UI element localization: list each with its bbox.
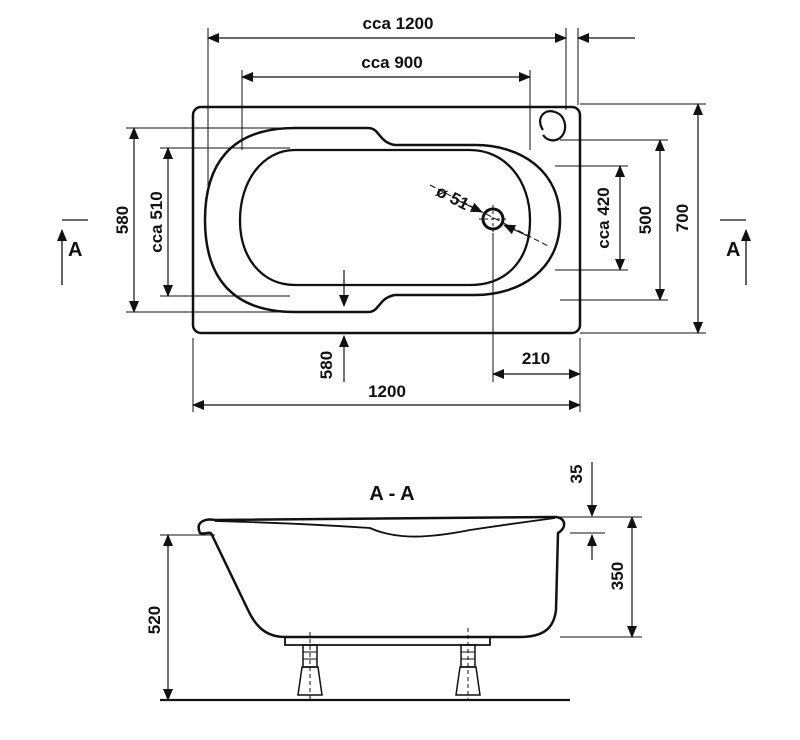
- section-view: A - A: [145, 462, 642, 702]
- tub-base: [284, 637, 491, 646]
- drain-offset-label: 210: [522, 349, 550, 368]
- width-left-cca-label: cca 510: [147, 191, 166, 252]
- section-marker-left: A: [68, 239, 82, 261]
- inner-length-cca-label: cca 900: [361, 53, 422, 72]
- width-right-inner-label: 500: [636, 206, 655, 234]
- overflow-fitting: [539, 110, 567, 142]
- leg-right: [455, 628, 481, 700]
- overall-length-cca-label: cca 1200: [363, 14, 434, 33]
- top-view: ø 51: [57, 14, 751, 412]
- tub-section-outer: [197, 515, 566, 639]
- rim-height-label: 35: [567, 465, 586, 484]
- width-right-cca-label: cca 420: [594, 187, 613, 248]
- overall-length-label: 1200: [368, 382, 406, 401]
- tub-floor: [238, 148, 532, 287]
- leg-left: [297, 632, 323, 700]
- drain-diameter-label: ø 51: [433, 182, 472, 214]
- width-overall-label: 700: [673, 204, 692, 232]
- tub-inner-basin: [203, 126, 562, 314]
- section-marker-right: A: [726, 239, 740, 261]
- width-left-label: 580: [113, 206, 132, 234]
- drain-from-edge-label: 580: [317, 351, 336, 379]
- tub-outer-rim: [191, 105, 582, 335]
- total-height-label: 520: [145, 606, 164, 634]
- tub-section-inner: [214, 517, 556, 538]
- depth-label: 350: [608, 562, 627, 590]
- section-title: A - A: [369, 483, 414, 505]
